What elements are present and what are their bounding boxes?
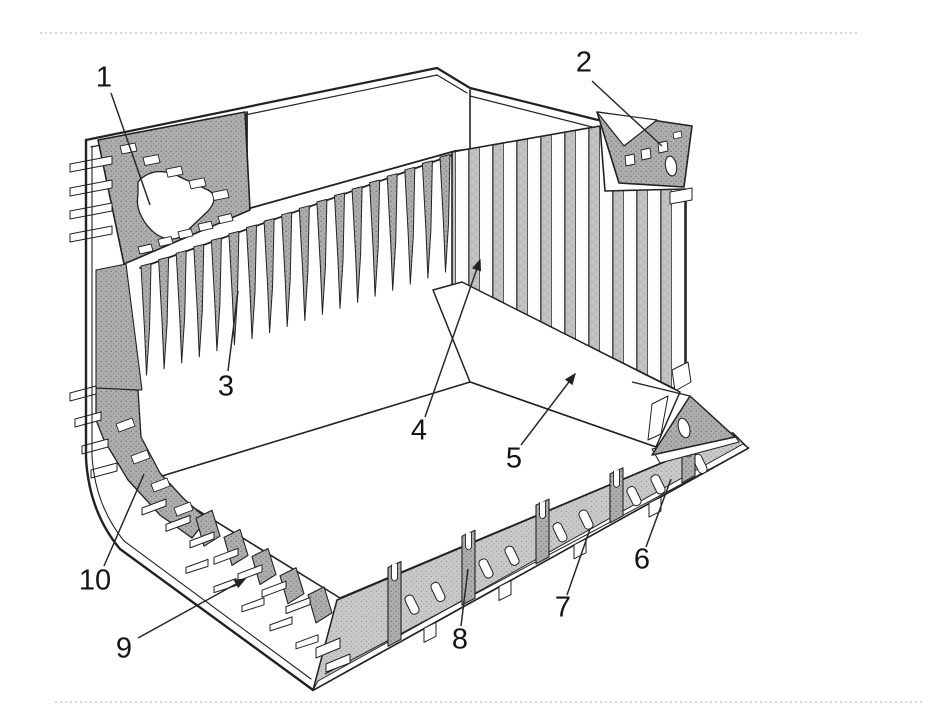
leader-line-4 [424,258,482,418]
callout-label-1: 1 [95,61,113,94]
hopper-tank-web-left [69,263,208,539]
hold-side-frames [140,154,451,376]
callout-label-9: 9 [115,632,133,665]
callout-label-7: 7 [554,591,572,624]
callout-label-5: 5 [505,442,523,475]
leader-line-3 [227,290,239,372]
callout-label-6: 6 [633,543,651,576]
callout-label-10: 10 [78,564,112,597]
deck-and-hatch-coaming [84,66,600,269]
topside-tank-right [596,111,693,392]
double-bottom-right [312,381,749,691]
dotted-rules [40,32,925,703]
callout-label-2: 2 [575,46,593,79]
double-bottom-front-left [141,498,351,673]
bulkhead-lower-stool [432,281,681,448]
callout-leaders [103,80,672,639]
callout-label-4: 4 [410,414,428,447]
callout-label-8: 8 [451,623,469,656]
leader-line-9 [137,578,247,639]
leader-line-7 [566,528,591,596]
leader-line-8 [460,568,469,627]
leader-line-10 [103,473,145,567]
leader-line-6 [645,478,672,548]
leader-line-5 [520,372,576,446]
leader-line-1 [110,92,151,206]
leader-line-2 [591,80,663,147]
topside-tank-web-left [69,111,251,265]
callout-label-3: 3 [217,370,235,403]
